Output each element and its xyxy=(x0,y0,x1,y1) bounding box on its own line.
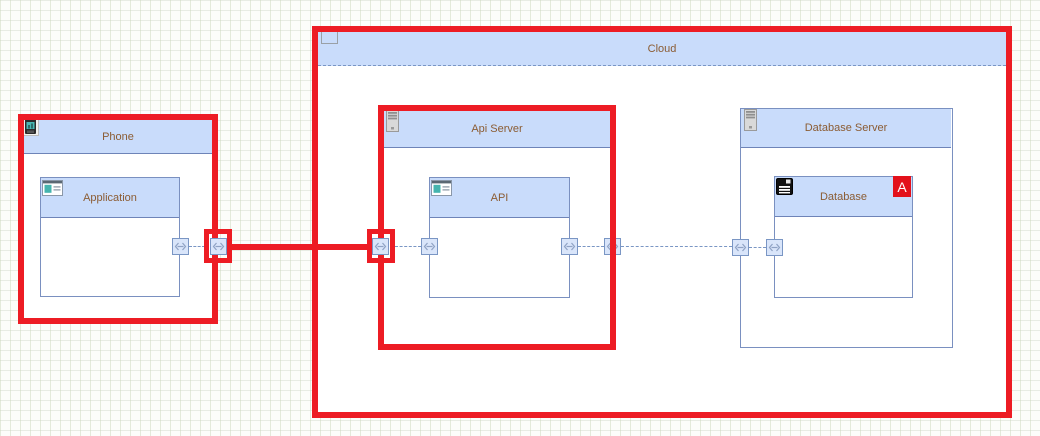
cloud-label: Cloud xyxy=(647,42,677,55)
bidirectional-arrow-icon xyxy=(768,243,781,252)
phone-node-header[interactable]: Phone xyxy=(24,120,212,154)
bidirectional-arrow-icon xyxy=(174,242,187,251)
server-icon xyxy=(744,109,757,131)
database-component[interactable]: Database xyxy=(774,176,913,298)
database-label: Database xyxy=(819,190,868,203)
port-phone-boundary[interactable] xyxy=(210,238,227,255)
port-application-right[interactable] xyxy=(172,238,189,255)
application-label: Application xyxy=(83,191,137,204)
bidirectional-arrow-icon xyxy=(606,242,619,251)
connector-phone-to-apiserver-selected[interactable] xyxy=(230,244,370,250)
connector-application-to-boundary[interactable] xyxy=(189,246,205,247)
frame-notch-icon xyxy=(321,32,338,44)
disk-icon xyxy=(776,178,793,195)
window-icon xyxy=(431,180,452,196)
phone-label: Phone xyxy=(102,130,134,143)
bidirectional-arrow-icon xyxy=(563,242,576,251)
port-apiserver-right-boundary[interactable] xyxy=(604,238,621,255)
port-api-left[interactable] xyxy=(421,238,438,255)
connector-boundary-to-api[interactable] xyxy=(395,246,421,247)
application-component-header[interactable]: Application xyxy=(41,178,179,218)
connector-api-to-boundary[interactable] xyxy=(578,246,604,247)
connector-apiserver-to-databaseserver[interactable] xyxy=(621,246,732,247)
bidirectional-arrow-icon xyxy=(734,243,747,252)
port-database-left[interactable] xyxy=(766,239,783,256)
database-server-node-header[interactable]: Database Server xyxy=(741,109,951,148)
database-server-label: Database Server xyxy=(804,122,888,134)
database-component-header[interactable]: Database xyxy=(775,177,912,217)
port-databaseserver-left-boundary[interactable] xyxy=(732,239,749,256)
bidirectional-arrow-icon xyxy=(212,242,225,251)
api-server-label: Api Server xyxy=(471,123,523,135)
port-api-right[interactable] xyxy=(561,238,578,255)
bidirectional-arrow-icon xyxy=(423,242,436,251)
server-icon xyxy=(386,110,399,132)
status-badge: A xyxy=(893,176,911,197)
status-badge-letter: A xyxy=(897,178,907,195)
api-component[interactable]: API xyxy=(429,177,570,298)
cloud-node-header[interactable]: Cloud xyxy=(318,32,1006,66)
api-component-header[interactable]: API xyxy=(430,178,569,218)
window-icon xyxy=(42,180,63,196)
connector-boundary-to-database[interactable] xyxy=(749,247,766,248)
api-label: API xyxy=(490,191,509,204)
application-component[interactable]: Application xyxy=(40,177,180,297)
bidirectional-arrow-icon xyxy=(374,242,387,251)
port-apiserver-left-boundary[interactable] xyxy=(372,238,389,255)
api-server-node-header[interactable]: Api Server xyxy=(384,111,610,148)
phone-icon xyxy=(22,117,39,136)
